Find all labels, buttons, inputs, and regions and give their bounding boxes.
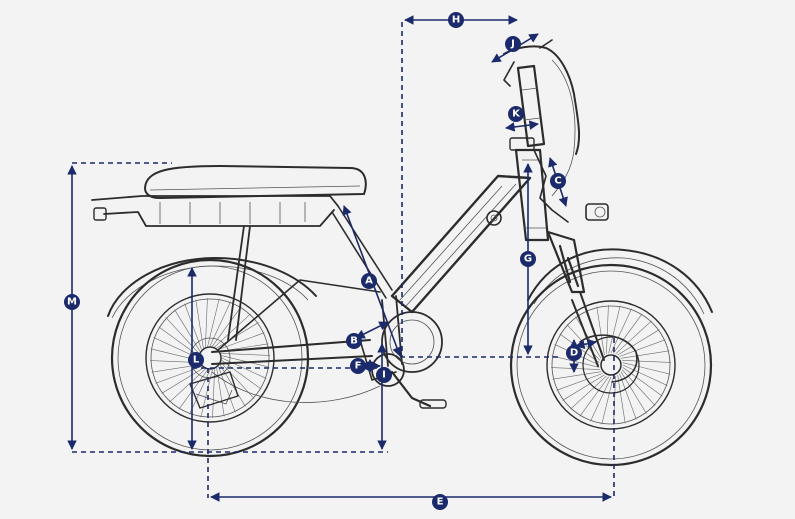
spoke <box>174 309 201 352</box>
spoke <box>617 374 626 424</box>
spoke <box>613 376 616 425</box>
label-f: F <box>350 358 366 374</box>
spoke <box>615 320 652 355</box>
label-j: J <box>505 36 521 52</box>
label-d: D <box>566 345 582 361</box>
spoke <box>155 366 202 384</box>
svg-text:C: C <box>554 176 561 187</box>
spoke <box>551 367 600 370</box>
front-fork <box>546 203 638 383</box>
front-fender <box>527 248 713 315</box>
spoke <box>620 350 670 359</box>
spoke <box>556 373 603 391</box>
spoke <box>622 364 668 386</box>
dimension-lines <box>67 15 615 502</box>
svg-text:L: L <box>193 355 200 366</box>
spoke <box>579 376 609 417</box>
svg-text:F: F <box>355 361 362 372</box>
spoke <box>161 367 204 394</box>
spoke <box>610 308 632 354</box>
spoke <box>617 329 660 356</box>
spoke <box>221 353 270 356</box>
spoke <box>596 306 605 356</box>
svg-text:K: K <box>512 109 521 120</box>
svg-text:H: H <box>452 15 460 26</box>
spoke <box>622 367 663 397</box>
label-g: G <box>520 251 536 267</box>
spoke <box>562 374 605 401</box>
svg-text:J: J <box>510 39 515 50</box>
label-i: I <box>376 367 392 383</box>
label-m: M <box>64 294 80 310</box>
label-l: L <box>188 352 204 368</box>
front-wheel <box>509 263 713 467</box>
label-e: E <box>432 494 448 510</box>
svg-text:D: D <box>570 348 578 359</box>
seat-and-rack <box>91 165 393 341</box>
spoke <box>622 360 671 363</box>
label-a: A <box>361 273 377 289</box>
spoke <box>606 305 609 354</box>
rear-wheel <box>110 258 310 458</box>
spoke <box>184 303 202 350</box>
svg-text:M: M <box>67 297 77 308</box>
label-b: B <box>346 333 362 349</box>
svg-text:E: E <box>437 497 444 508</box>
spoke <box>590 376 612 422</box>
spoke <box>205 298 208 347</box>
svg-text:B: B <box>350 336 358 347</box>
label-h: H <box>448 12 464 28</box>
spoke <box>613 313 643 354</box>
spoke <box>621 369 656 406</box>
spoke <box>619 373 637 420</box>
svg-text:A: A <box>365 276 373 287</box>
spoke <box>622 362 671 375</box>
label-k: K <box>508 106 524 122</box>
spoke <box>570 375 607 410</box>
svg-text:I: I <box>382 370 386 381</box>
spoke <box>552 371 602 380</box>
spoke <box>619 339 666 357</box>
svg-text:G: G <box>524 254 532 265</box>
spoke <box>218 332 265 350</box>
label-c: C <box>550 173 566 189</box>
spoke <box>608 305 621 354</box>
spoke <box>601 376 614 425</box>
rear-fender <box>107 257 317 319</box>
